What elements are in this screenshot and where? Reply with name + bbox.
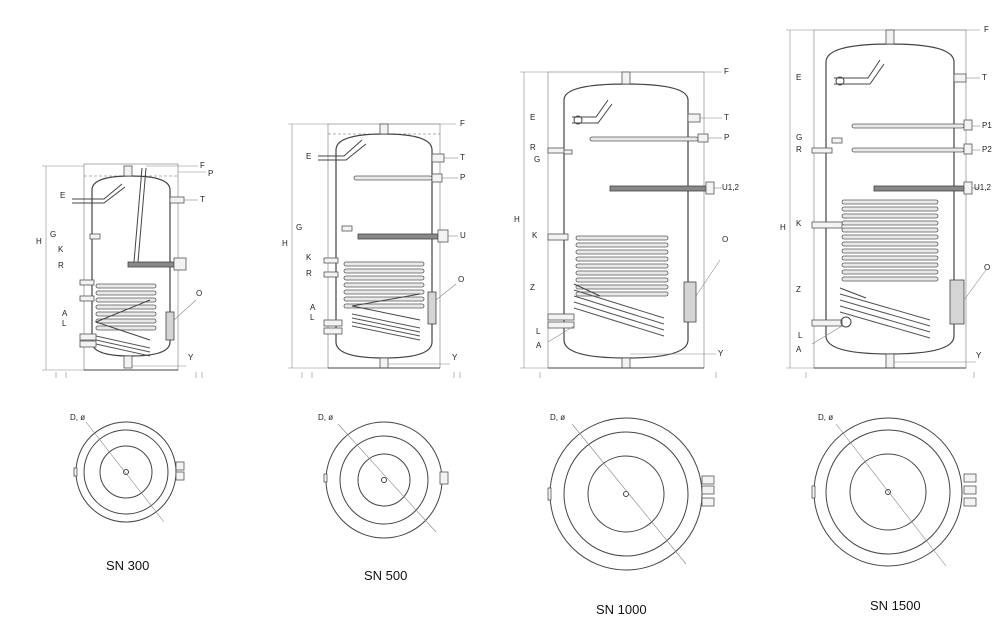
sn1500-label-p1: P1 — [982, 121, 992, 130]
tank-sn1000-side-view — [520, 71, 722, 378]
sn300-label-l: L — [62, 319, 67, 328]
sn1500-label-l: L — [798, 331, 803, 340]
sn300-flange-o — [165, 311, 175, 341]
sn1500-label-r: R — [796, 145, 802, 154]
sn1500-label-e: E — [796, 73, 801, 82]
sn1500-label-h: H — [780, 223, 786, 232]
sn1500-label-o: O — [984, 263, 990, 272]
tank-sn300-top-view — [73, 421, 185, 523]
sn1500-label-g: G — [796, 133, 802, 142]
sn300-label-o: O — [196, 289, 202, 298]
sn1500-label-f: F — [984, 25, 989, 34]
sn300-label-k: K — [58, 245, 64, 254]
sn300-model-name: SN 300 — [106, 558, 149, 573]
sn1000-label-u: U1,2 — [722, 183, 739, 192]
tank-sn1500-top-view — [811, 417, 977, 567]
sn500-label-k: K — [306, 253, 312, 262]
sn1000-label-z: Z — [530, 283, 535, 292]
sn300-label-a: A — [62, 309, 68, 318]
sn1500-label-a: A — [796, 345, 802, 354]
sn500-tank-body — [335, 133, 433, 359]
sn1000-label-f: F — [724, 67, 729, 76]
sn500-upper-coil — [343, 261, 425, 309]
sn500-label-diameter: D, ø — [318, 413, 333, 422]
sn500-label-l: L — [310, 313, 315, 322]
sn500-label-e: E — [306, 152, 311, 161]
tank-sn300-side-view — [42, 163, 206, 378]
sn1000-label-g: G — [534, 155, 540, 164]
sn1500-label-z: Z — [796, 285, 801, 294]
sn300-label-h: H — [36, 237, 42, 246]
sn1000-label-a: A — [536, 341, 542, 350]
tank-sn500-side-view — [288, 123, 461, 378]
sn1500-upper-coil — [841, 199, 939, 282]
tank-sn1500-side-view — [786, 29, 987, 378]
sn500-label-f: F — [460, 119, 465, 128]
sn300-label-diameter: D, ø — [70, 413, 85, 422]
sn1500-label-t: T — [982, 73, 987, 82]
sn1000-label-e: E — [530, 113, 535, 122]
sn1500-model-name: SN 1500 — [870, 598, 921, 613]
sn1500-heater — [873, 185, 965, 192]
sn1500-label-u: U1,2 — [974, 183, 991, 192]
sn1000-flange-o — [683, 281, 697, 323]
sn300-label-g: G — [50, 230, 56, 239]
sn1000-label-o: O — [722, 235, 728, 244]
sn1500-label-y: Y — [976, 351, 982, 360]
sn500-label-p: P — [460, 173, 465, 182]
sn1000-label-y: Y — [718, 349, 724, 358]
sn500-label-y: Y — [452, 353, 458, 362]
sn500-label-t: T — [460, 153, 465, 162]
tank-sn1000-top-view — [547, 417, 715, 571]
sn1500-tank-body — [825, 43, 955, 355]
sn1000-tank-body — [563, 83, 689, 359]
sn300-label-r: R — [58, 261, 64, 270]
sn500-label-u: U — [460, 231, 466, 240]
sn500-label-a: A — [310, 303, 316, 312]
sn1000-heater — [609, 185, 707, 192]
sn1000-label-r: R — [530, 143, 536, 152]
sn500-heater — [357, 233, 439, 240]
sn1000-label-p: P — [724, 133, 729, 142]
tank-sn500-top-view — [323, 421, 449, 539]
sn500-label-r: R — [306, 269, 312, 278]
sn500-model-name: SN 500 — [364, 568, 407, 583]
sn300-label-e: E — [60, 191, 65, 200]
sn1000-label-t: T — [724, 113, 729, 122]
sn1000-label-h: H — [514, 215, 520, 224]
sn1000-label-diameter: D, ø — [550, 413, 565, 422]
sn1500-label-diameter: D, ø — [818, 413, 833, 422]
sn300-label-t: T — [200, 195, 205, 204]
sn1000-upper-coil — [575, 235, 669, 297]
sn500-label-o: O — [458, 275, 464, 284]
sn500-label-h: H — [282, 239, 288, 248]
sn500-label-g: G — [296, 223, 302, 232]
sn1500-label-p2: P2 — [982, 145, 992, 154]
sn300-label-p: P — [208, 169, 213, 178]
sn500-flange-o — [427, 291, 437, 325]
sn1000-label-l: L — [536, 327, 541, 336]
sn300-label-f: F — [200, 161, 205, 170]
sn300-heater — [127, 261, 175, 268]
sn300-upper-coil — [95, 283, 157, 331]
sn1500-label-k: K — [796, 219, 802, 228]
sn1000-model-name: SN 1000 — [596, 602, 647, 617]
sn1500-flange-o — [949, 279, 965, 325]
sn300-label-y: Y — [188, 353, 194, 362]
sn1000-label-k: K — [532, 231, 538, 240]
